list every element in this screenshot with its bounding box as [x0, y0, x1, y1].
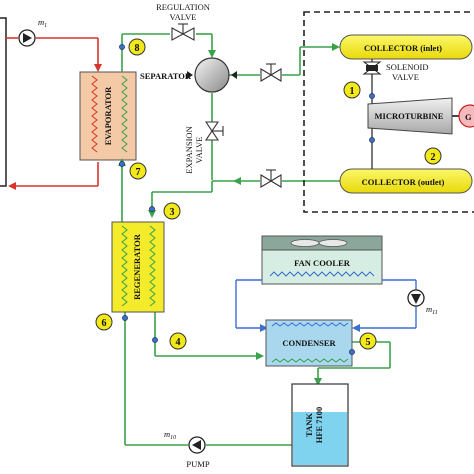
state-point-4: 4 [169, 332, 187, 350]
evaporator-label: EVAPORATOR [103, 86, 113, 145]
pump-m1-label: m1 [38, 17, 47, 29]
condenser: CONDENSER [265, 319, 353, 367]
expansion-valve-label: EXPANSION [184, 126, 194, 173]
collector-outlet-label: COLLECTOR (outlet) [362, 177, 445, 187]
svg-text:3: 3 [170, 207, 175, 218]
state-point-5: 5 [359, 332, 377, 350]
sensor-dots [119, 44, 375, 355]
state-point-1: 1 [343, 81, 361, 99]
pump-m10-label: m10 [164, 429, 176, 441]
collector-inlet-label: COLLECTOR (inlet) [364, 43, 442, 53]
svg-text:4: 4 [176, 337, 181, 348]
heat-source-loop: m1 [0, 17, 102, 190]
svg-text:6: 6 [102, 318, 107, 329]
solenoid-valve-icon [362, 61, 382, 75]
regulation-valve: REGULATION VALVE [156, 2, 210, 41]
tank-fluid-label: HFE 7100 [314, 407, 324, 444]
collector-outlet [339, 168, 473, 194]
state-point-7: 7 [129, 162, 147, 180]
condenser-label: CONDENSER [282, 338, 336, 348]
fan-cooler-label: FAN COOLER [294, 258, 351, 268]
microturbine [367, 97, 453, 135]
expansion-valve: EXPANSION VALVE [184, 121, 224, 174]
state-point-6: 6 [95, 313, 113, 331]
solenoid-valve-label: SOLENOID [386, 62, 429, 72]
regulation-valve-label: REGULATION [156, 2, 210, 12]
regenerator-label: REGENERATOR [132, 233, 142, 300]
separator: SEPARATOR [140, 57, 237, 93]
svg-text:8: 8 [135, 43, 140, 54]
pump-label: PUMP [186, 459, 209, 469]
solenoid-valve-label-2: VALVE [392, 72, 419, 82]
regulation-valve-label-2: VALVE [170, 12, 197, 22]
evaporator: EVAPORATOR [79, 71, 137, 161]
orc-working-fluid-loop [118, 33, 391, 446]
expansion-valve-label-2: VALVE [194, 137, 204, 164]
pump-m11-label: m11 [426, 304, 438, 316]
svg-text:1: 1 [350, 86, 355, 97]
state-point-2: 2 [424, 147, 442, 165]
fan-cooler: FAN COOLER [261, 235, 383, 285]
tank: TANK HFE 7100 [291, 383, 349, 467]
outlet-valve [260, 169, 282, 188]
svg-text:2: 2 [431, 152, 436, 163]
generator-icon [458, 104, 474, 128]
separator-label: SEPARATOR [140, 71, 192, 81]
generator-label: G [465, 112, 472, 122]
pump-m11: m11 [407, 289, 438, 316]
regenerator: REGENERATOR [111, 221, 165, 313]
state-point-3: 3 [163, 202, 181, 220]
solar-subsystem: COLLECTOR (inlet) COLLECTOR (outlet) SOL… [303, 11, 474, 213]
collector-inlet [339, 34, 473, 60]
heat-source-block [0, 17, 7, 187]
microturbine-label: MICROTURBINE [375, 111, 444, 121]
svg-text:5: 5 [366, 337, 371, 348]
tank-label: TANK [304, 413, 314, 437]
cooling-water-loop [235, 279, 417, 332]
inlet-valve [260, 63, 282, 82]
pump-m10: m10 PUMP [164, 429, 210, 469]
state-point-8: 8 [128, 38, 146, 56]
svg-text:7: 7 [136, 167, 141, 178]
